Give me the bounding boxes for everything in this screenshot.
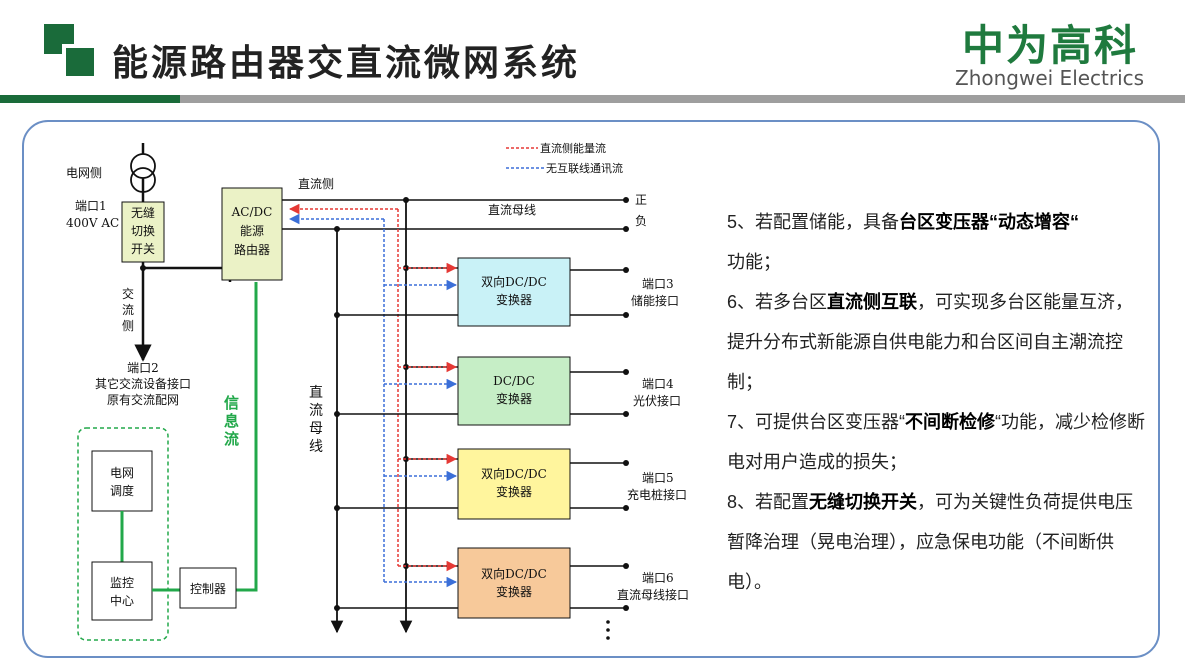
port2-desc-2: 原有交流配网	[107, 392, 179, 407]
controller-label: 控制器	[190, 582, 226, 596]
title-logo-square-2	[62, 44, 94, 76]
grid-side-label: 电网侧	[66, 166, 102, 180]
continuation-dot	[606, 636, 610, 640]
conv3-label-2: 变换器	[496, 484, 532, 499]
junction-dot	[403, 197, 409, 203]
ac-dc-router-box	[221, 187, 283, 281]
monitor-label-1: 监控	[110, 576, 134, 590]
dc-bus-top-label: 直流母线	[488, 203, 536, 217]
port4-desc: 光伏接口	[633, 393, 681, 408]
conv3-label-1: 双向DC/DC	[481, 466, 547, 481]
positive-label: 正	[635, 193, 647, 207]
dispatch-label-1: 电网	[110, 466, 134, 480]
feature-list: 5、若配置储能，具备台区变压器“动态增容“功能； 6、若多台区直流侧互联，可实现…	[727, 202, 1147, 602]
conv2-label-2: 变换器	[496, 391, 532, 406]
header: 能源路由器交直流微网系统 中为高科 Zhongwei Electrics	[0, 0, 1185, 108]
conv1-label-1: 双向DC/DC	[481, 274, 547, 289]
storage-converter-box	[457, 257, 571, 327]
dc-bus-converter-box	[457, 547, 571, 619]
dispatch-label-2: 调度	[110, 483, 134, 498]
switch-label-1: 无缝	[131, 205, 155, 220]
junction-dot	[334, 411, 340, 417]
brand-name: 中为高科	[962, 21, 1139, 70]
port1-voltage: 400V AC	[66, 216, 119, 230]
feature-item-8: 8、若配置无缝切换开关，可为关键性负荷提供电压暂降治理（晃电治理），应急保电功能…	[727, 492, 1134, 592]
header-bar-grey	[180, 95, 1185, 103]
ac-side-label-1: 交	[122, 286, 134, 301]
junction-dot	[334, 605, 340, 611]
monitoring-area-border	[77, 427, 169, 641]
monitor-label-2: 中心	[110, 593, 134, 608]
continuation-dot	[606, 620, 610, 624]
port5-desc: 充电桩接口	[627, 487, 687, 502]
dc-bus-vertical-3: 母	[309, 421, 323, 437]
port-dot	[623, 312, 629, 318]
info-flow-label-1: 信	[224, 394, 239, 412]
header-bar-green	[0, 95, 180, 103]
port2-desc-1: 其它交流设备接口	[95, 376, 191, 391]
dc-bus-vertical-1: 直	[309, 384, 323, 401]
seamless-switch-box	[121, 201, 165, 263]
info-flow-line	[236, 282, 258, 592]
port1-label: 端口1	[75, 199, 107, 213]
continuation-dot	[606, 628, 610, 632]
junction-dot	[334, 505, 340, 511]
controller-box	[179, 567, 237, 609]
port-dot	[623, 411, 629, 417]
router-label-1: AC/DC	[231, 205, 273, 219]
port4-label: 端口4	[642, 377, 674, 391]
junction-dot	[140, 265, 146, 271]
port5-label: 端口5	[642, 471, 674, 485]
port-dot	[623, 369, 629, 375]
port6-desc: 直流母线接口	[617, 587, 689, 602]
port3-desc: 储能接口	[631, 293, 679, 308]
feature-item-7: 7、可提供台区变压器“不间断检修“功能，减少检修断电对用户造成的损失；	[727, 412, 1146, 472]
port-dot	[623, 460, 629, 466]
port6-label: 端口6	[642, 571, 674, 585]
port-dot	[623, 267, 629, 273]
transformer-icon	[130, 153, 156, 179]
port-dot	[623, 605, 629, 611]
port2-label: 端口2	[127, 361, 159, 375]
conv1-label-2: 变换器	[496, 292, 532, 307]
router-label-2: 能源	[240, 224, 264, 238]
conv2-label-1: DC/DC	[493, 374, 535, 388]
negative-label: 负	[635, 214, 647, 228]
port3-label: 端口3	[642, 277, 674, 291]
page-title: 能源路由器交直流微网系统	[112, 43, 581, 84]
dc-side-label: 直流侧	[298, 177, 334, 191]
switch-label-3: 开关	[131, 242, 155, 256]
ac-side-label-2: 流	[122, 303, 134, 317]
pv-converter-box	[457, 356, 571, 426]
brand-english: Zhongwei Electrics	[955, 66, 1145, 90]
ev-converter-box	[457, 448, 571, 520]
info-flow-label-2: 息	[224, 412, 239, 430]
port-dot	[623, 563, 629, 569]
legend-energy-label: 直流侧能量流	[540, 141, 606, 155]
monitoring-center-box	[91, 561, 153, 621]
bus-terminal-dot	[623, 197, 629, 203]
junction-dot	[334, 226, 340, 232]
conv4-label-2: 变换器	[496, 584, 532, 599]
port-dot	[623, 505, 629, 511]
bus-terminal-dot	[623, 226, 629, 232]
legend-comm-label: 无互联线通讯流	[546, 161, 623, 175]
transformer-icon-coil	[130, 167, 156, 193]
switch-label-2: 切换	[131, 224, 155, 238]
dc-bus-vertical-4: 线	[309, 439, 323, 455]
ac-side-label-3: 侧	[122, 319, 134, 333]
dc-bus-vertical-2: 流	[309, 403, 323, 419]
info-flow-label-3: 流	[224, 430, 239, 448]
feature-item-6: 6、若多台区直流侧互联，可实现多台区能量互济，提升分布式新能源自供电能力和台区间…	[727, 292, 1134, 392]
conv4-label-1: 双向DC/DC	[481, 566, 547, 581]
junction-dot	[334, 312, 340, 318]
grid-dispatch-box	[91, 450, 153, 512]
router-label-3: 路由器	[234, 242, 270, 257]
feature-item-5: 5、若配置储能，具备台区变压器“动态增容“功能；	[727, 212, 1080, 272]
